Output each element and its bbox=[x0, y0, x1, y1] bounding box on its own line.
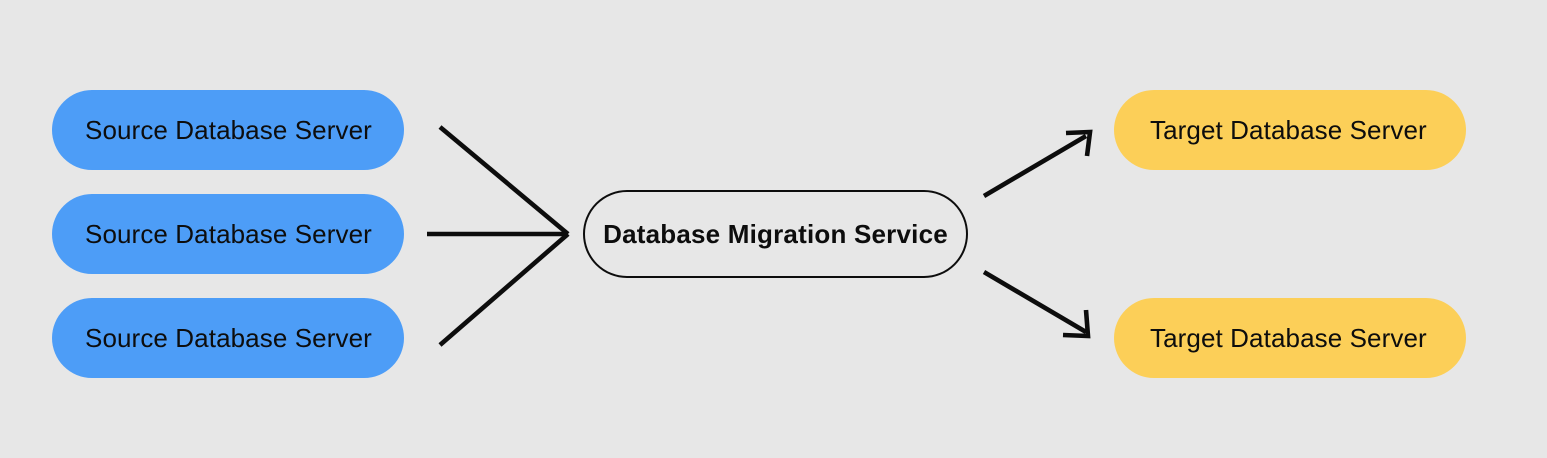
connector-target-1 bbox=[982, 270, 1088, 334]
connector-source-0 bbox=[438, 125, 570, 236]
connector-source-2 bbox=[438, 232, 570, 347]
connector-target-0 bbox=[982, 134, 1088, 198]
node-label: Target Database Server bbox=[1150, 115, 1427, 145]
arrowhead-target-0 bbox=[1065, 129, 1093, 157]
source-database-server-node-3[interactable]: Source Database Server bbox=[52, 298, 404, 378]
arrowhead-target-1 bbox=[1062, 309, 1091, 339]
node-label: Source Database Server bbox=[85, 323, 372, 353]
node-label: Target Database Server bbox=[1150, 323, 1427, 353]
target-database-server-node-1[interactable]: Target Database Server bbox=[1114, 90, 1466, 170]
source-database-server-node-2[interactable]: Source Database Server bbox=[52, 194, 404, 274]
node-label: Source Database Server bbox=[85, 219, 372, 249]
node-label: Database Migration Service bbox=[603, 219, 948, 249]
database-migration-service-node[interactable]: Database Migration Service bbox=[583, 190, 968, 278]
node-label: Source Database Server bbox=[85, 115, 372, 145]
source-database-server-node-1[interactable]: Source Database Server bbox=[52, 90, 404, 170]
target-database-server-node-2[interactable]: Target Database Server bbox=[1114, 298, 1466, 378]
